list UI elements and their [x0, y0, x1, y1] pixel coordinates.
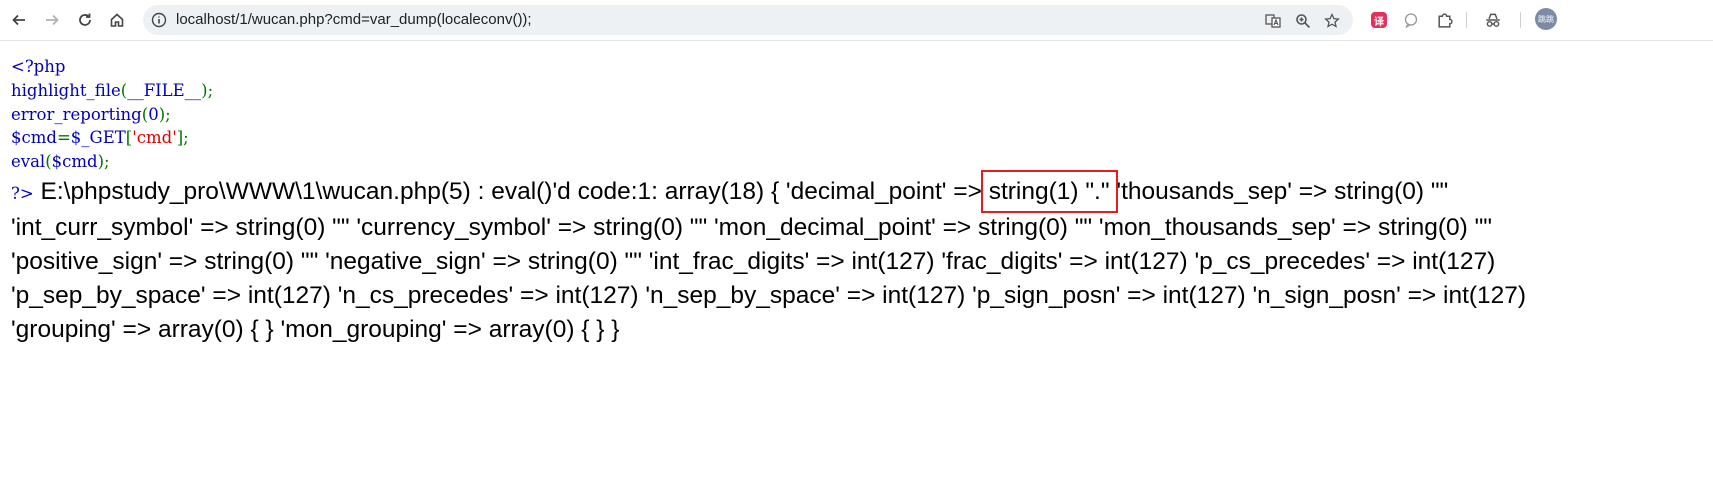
bookmark-star-icon[interactable]: [1323, 12, 1341, 30]
code-token: =: [56, 128, 71, 148]
code-token: 0: [148, 104, 159, 124]
back-button[interactable]: [7, 8, 31, 32]
chat-bubble-icon[interactable]: [1401, 10, 1421, 30]
output-text-before: E:\phpstudy_pro\WWW\1\wucan.php(5) : eva…: [40, 178, 982, 205]
code-token: eval: [11, 152, 46, 172]
site-info-icon[interactable]: [151, 12, 167, 28]
url-text[interactable]: localhost/1/wucan.php?cmd=var_dump(local…: [176, 11, 532, 28]
php-open-tag: <?php: [11, 57, 66, 76]
php-close-tag: ?>: [11, 184, 34, 203]
toolbar-divider: [1520, 12, 1521, 28]
highlighted-decimal-point-value: string(1) ".": [980, 170, 1118, 213]
code-token: [: [125, 128, 133, 148]
code-token: error_reporting: [11, 104, 142, 124]
code-token: (: [141, 104, 149, 124]
code-token: highlight_file: [11, 80, 121, 100]
arrow-left-icon: [12, 14, 25, 26]
forward-button[interactable]: [40, 8, 64, 32]
code-token: (: [45, 152, 52, 172]
address-bar[interactable]: localhost/1/wucan.php?cmd=var_dump(local…: [143, 5, 1353, 35]
code-token: 'cmd': [132, 128, 177, 148]
code-token: $_GET: [70, 128, 126, 148]
arrow-right-icon: [46, 14, 59, 26]
incognito-icon[interactable]: [1483, 10, 1503, 30]
code-token: );: [158, 104, 171, 124]
var-dump-output: ?> E:\phpstudy_pro\WWW\1\wucan.php(5) : …: [11, 170, 1581, 347]
code-token: $cmd: [11, 128, 57, 148]
extension-translate-icon[interactable]: 译: [1369, 10, 1389, 30]
reload-button[interactable]: [73, 8, 97, 32]
profile-avatar[interactable]: 跳跳: [1535, 8, 1557, 30]
code-token: $cmd: [51, 152, 98, 172]
output-text-after: 'thousands_sep' => string(0) "" 'int_cur…: [11, 178, 1527, 343]
php-source-code: <?php highlight_file(__FILE__); error_re…: [11, 55, 213, 174]
code-token: );: [201, 80, 214, 100]
home-icon: [110, 13, 124, 27]
code-token: __FILE__: [127, 80, 202, 100]
extensions-puzzle-icon[interactable]: [1434, 10, 1454, 30]
toolbar-divider: [1466, 12, 1467, 28]
translate-icon[interactable]: [1264, 12, 1282, 30]
reload-icon: [79, 13, 91, 26]
home-button[interactable]: [105, 8, 129, 32]
code-token: );: [97, 152, 110, 172]
browser-toolbar: localhost/1/wucan.php?cmd=var_dump(local…: [0, 0, 1713, 41]
zoom-icon[interactable]: [1294, 12, 1312, 30]
code-token: ];: [176, 128, 189, 148]
code-token: (: [120, 80, 128, 100]
